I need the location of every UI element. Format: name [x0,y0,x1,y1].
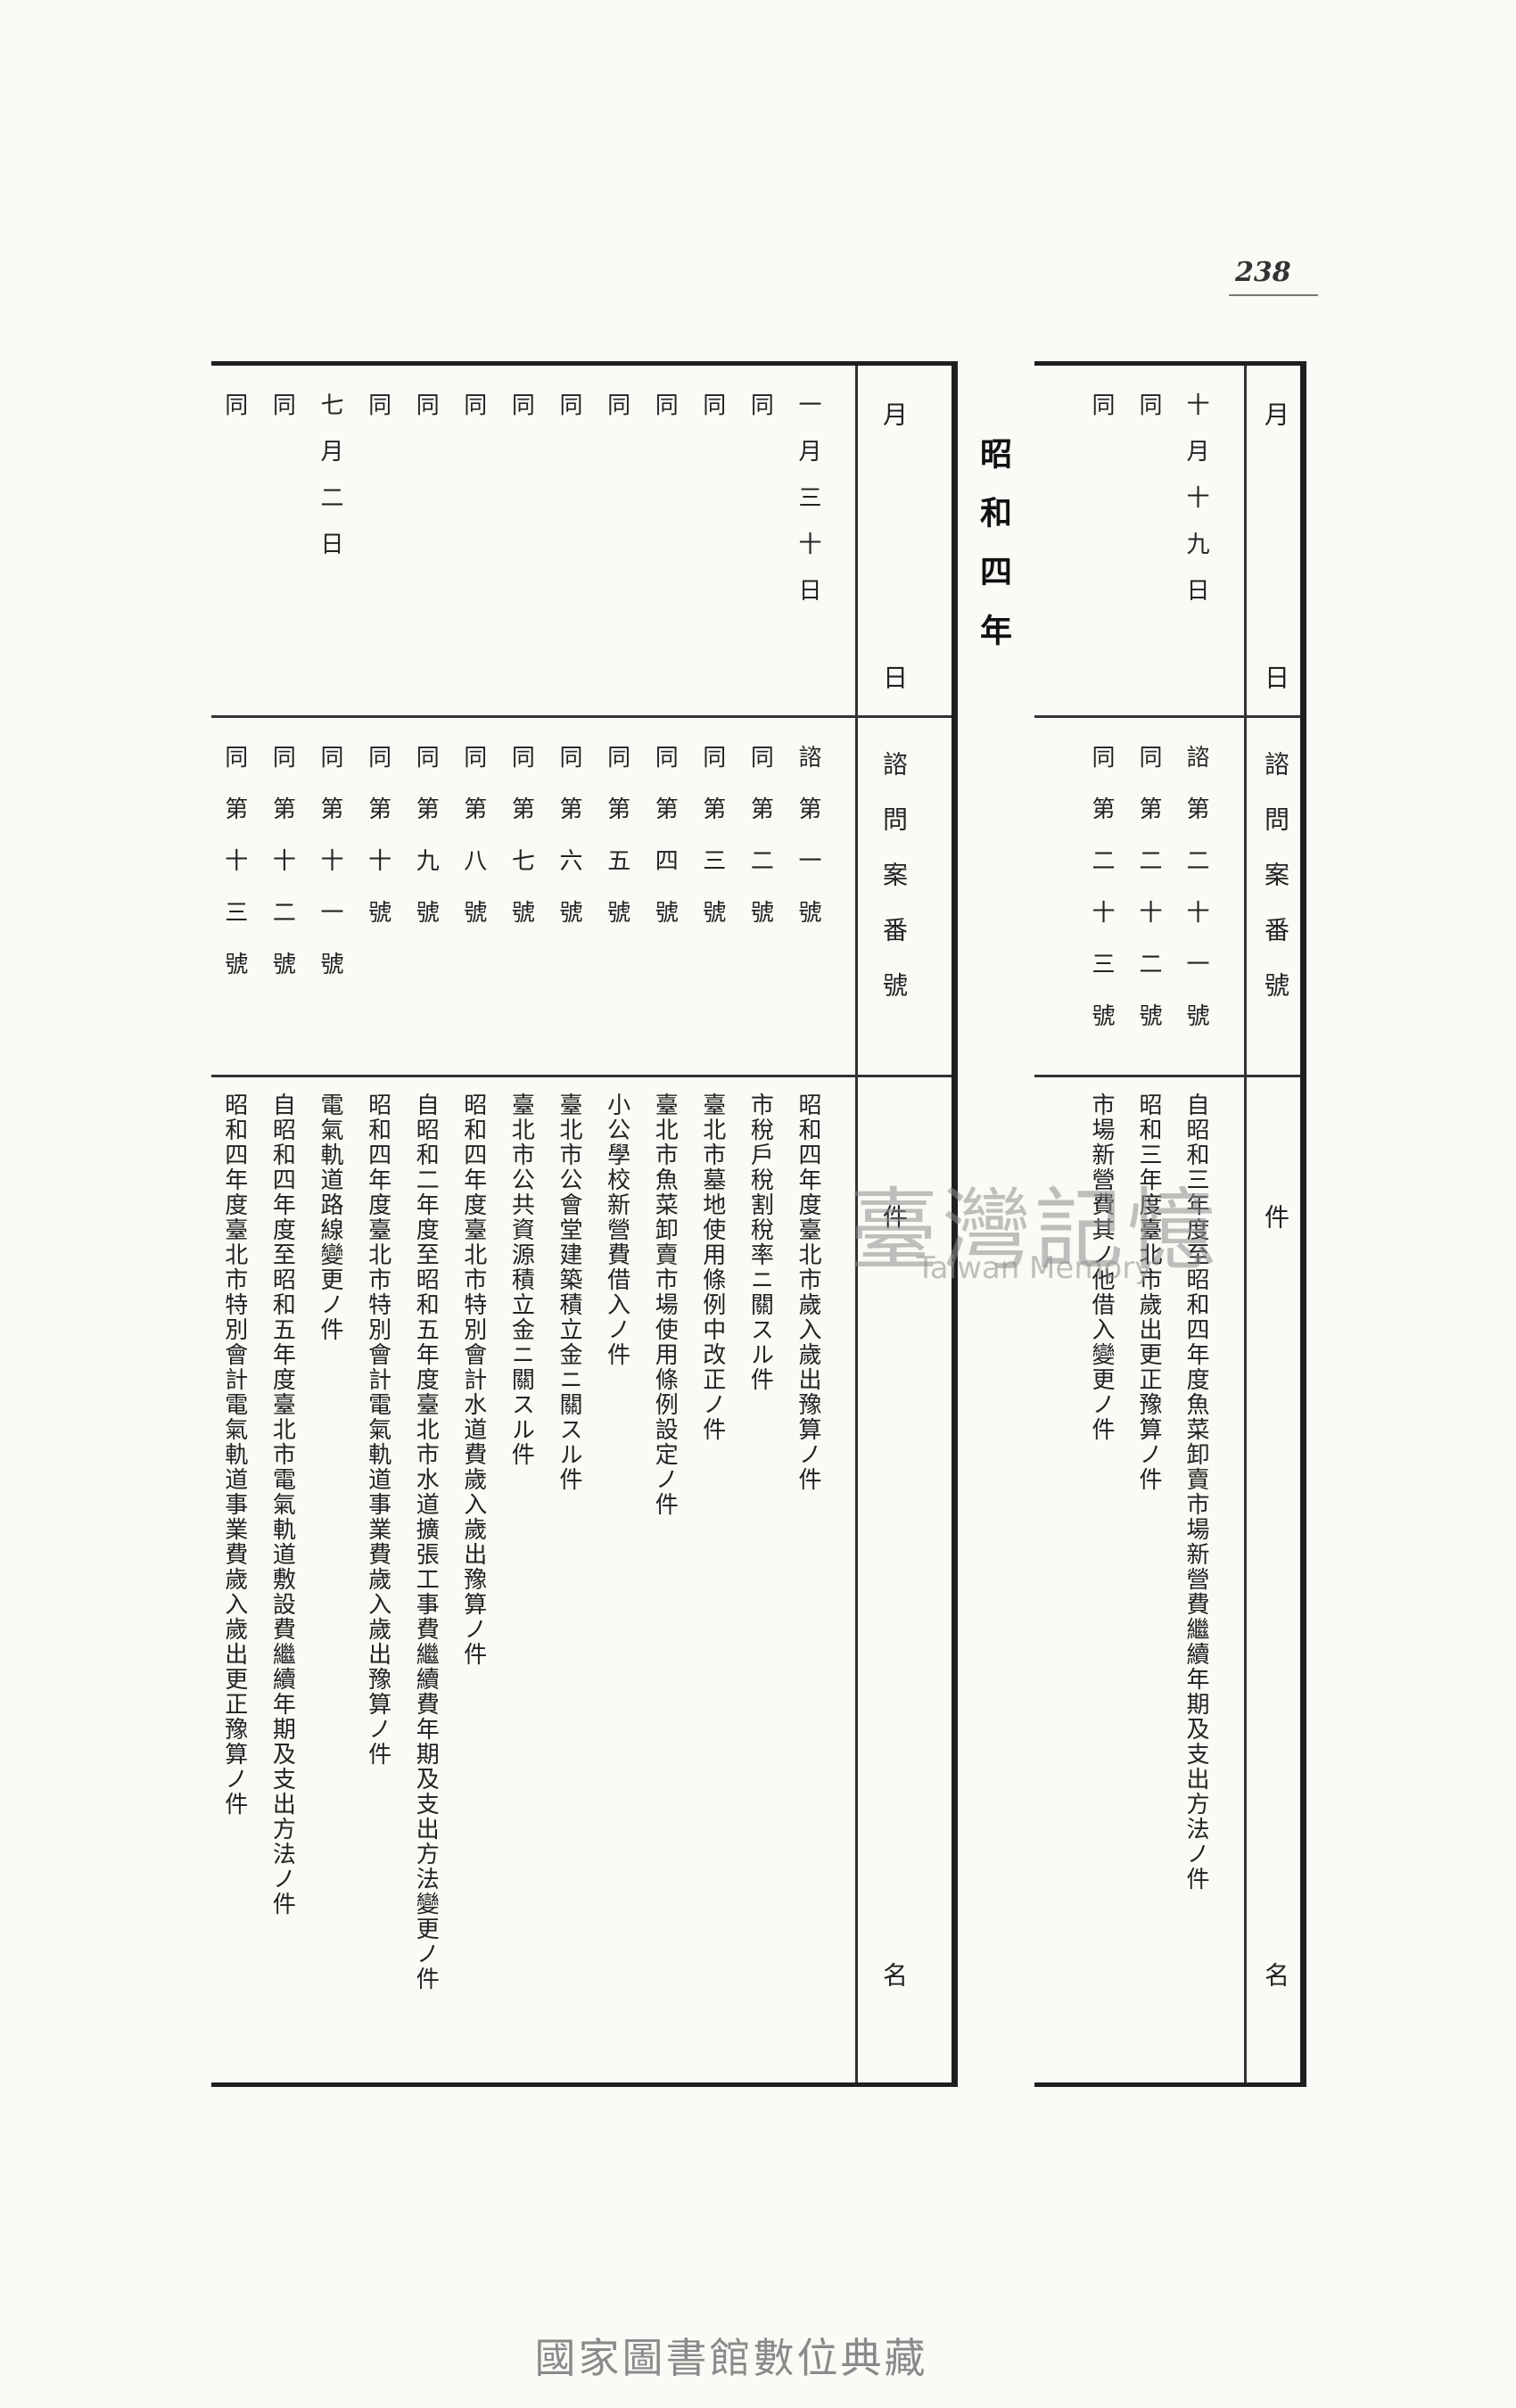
row-case-number: 同第十三號 [220,745,248,1003]
divider-date-case [1034,715,1300,718]
row-case-number: 同第二號 [746,745,774,952]
row-matter: 市場新營費其ノ他借入變更ノ件 [1088,1093,1115,1442]
row-matter: 昭和四年度臺北市歲入歲出豫算ノ件 [795,1093,821,1492]
footer-credit: 國家圖書館數位典藏 [534,2334,928,2382]
header-name: 名 [879,1962,909,1987]
row-matter: 臺北市公共資源積立金ニ關スル件 [507,1093,535,1467]
row-case-number: 同第二十三號 [1088,745,1115,1055]
header-column-rule [1244,366,1247,2082]
watermark-english: Taiwan Memory [916,1250,1153,1286]
row-case-number: 同第四號 [651,745,679,952]
row-date: 同 [1135,392,1162,439]
header-month: 月 [1261,401,1290,426]
row-date: 同 [556,392,582,439]
page-number: 238 [1235,257,1291,288]
header-case-number: 諮問案番號 [1261,751,1290,1027]
row-date: 同 [220,392,248,439]
header-case-number: 諮問案番號 [879,751,909,1027]
header-day: 日 [879,664,909,689]
row-date: 同 [1088,392,1115,439]
row-matter: 臺北市墓地使用條例中改正ノ件 [698,1093,726,1442]
row-matter: 昭和四年度臺北市特別會計電氣軌道事業費歲入歲出更正豫算ノ件 [220,1093,248,1817]
row-case-number: 同第七號 [507,745,535,952]
row-matter: 昭和三年度臺北市歲出更正豫算ノ件 [1135,1093,1162,1492]
row-date: 同 [268,392,296,439]
row-date: 七月二日 [317,392,343,578]
row-matter: 小公學校新營費借入ノ件 [603,1093,630,1367]
row-date: 十月十九日 [1182,392,1209,624]
row-case-number: 同第二十二號 [1135,745,1162,1055]
row-matter: 自昭和三年度至昭和四年度魚菜卸賣市場新營費繼續年期及支出方法ノ件 [1182,1093,1209,1892]
watermark: 臺灣記憶 Taiwan Memory [812,1177,1257,1347]
row-date: 同 [364,392,391,439]
row-case-number: 同第十二號 [268,745,296,1003]
row-case-number: 諮第二十一號 [1182,745,1209,1055]
row-matter: 昭和四年度臺北市特別會計電氣軌道事業費歲入歲出豫算ノ件 [364,1093,391,1767]
divider-date-case [211,715,952,718]
header-day: 日 [1261,664,1290,689]
row-date: 同 [412,392,440,439]
row-date: 同 [651,392,679,439]
row-date: 同 [507,392,535,439]
header-column-rule [855,366,858,2082]
row-matter: 電氣軌道路線變更ノ件 [317,1093,343,1342]
row-case-number: 同第十號 [364,745,391,952]
divider-case-matter [211,1075,952,1077]
row-date: 同 [603,392,630,439]
row-case-number: 同第九號 [412,745,440,952]
record-table-left: 月 日 諮問案番號 件 名 一月三十日諮第一號昭和四年度臺北市歲入歲出豫算ノ件 同… [211,361,958,2087]
header-month: 月 [879,401,909,426]
watermark-chinese: 臺灣記憶 [849,1178,1220,1282]
record-table-right: 月 日 諮問案番號 件 名 十月十九日諮第二十一號自昭和三年度至昭和四年度魚菜卸… [1034,361,1306,2087]
header-name: 名 [1261,1962,1290,1987]
row-matter: 自昭和二年度至昭和五年度臺北市水道擴張工事費繼續費年期及支出方法變更ノ件 [412,1093,440,1992]
era-heading: 昭和四年 [975,437,1012,672]
row-case-number: 同第三號 [698,745,726,952]
header-matter: 件 [879,1204,909,1229]
row-case-number: 同第五號 [603,745,630,952]
row-case-number: 諮第一號 [795,745,821,952]
row-case-number: 同第十一號 [317,745,343,1003]
row-matter: 昭和四年度臺北市特別會計水道費歲入歲出豫算ノ件 [459,1093,487,1667]
row-case-number: 同第八號 [459,745,487,952]
page-number-rule [1229,294,1318,296]
row-date: 同 [746,392,774,439]
row-date: 一月三十日 [795,392,821,624]
row-date: 同 [698,392,726,439]
header-matter: 件 [1261,1204,1290,1229]
row-matter: 臺北市公會堂建築積立金ニ關スル件 [556,1093,582,1492]
row-matter: 市稅戶稅割稅率ニ關スル件 [746,1093,774,1392]
row-case-number: 同第六號 [556,745,582,952]
row-matter: 臺北市魚菜卸賣市場使用條例設定ノ件 [651,1093,679,1517]
row-date: 同 [459,392,487,439]
row-matter: 自昭和四年度至昭和五年度臺北市電氣軌道敷設費繼續年期及支出方法ノ件 [268,1093,296,1917]
divider-case-matter [1034,1075,1300,1077]
